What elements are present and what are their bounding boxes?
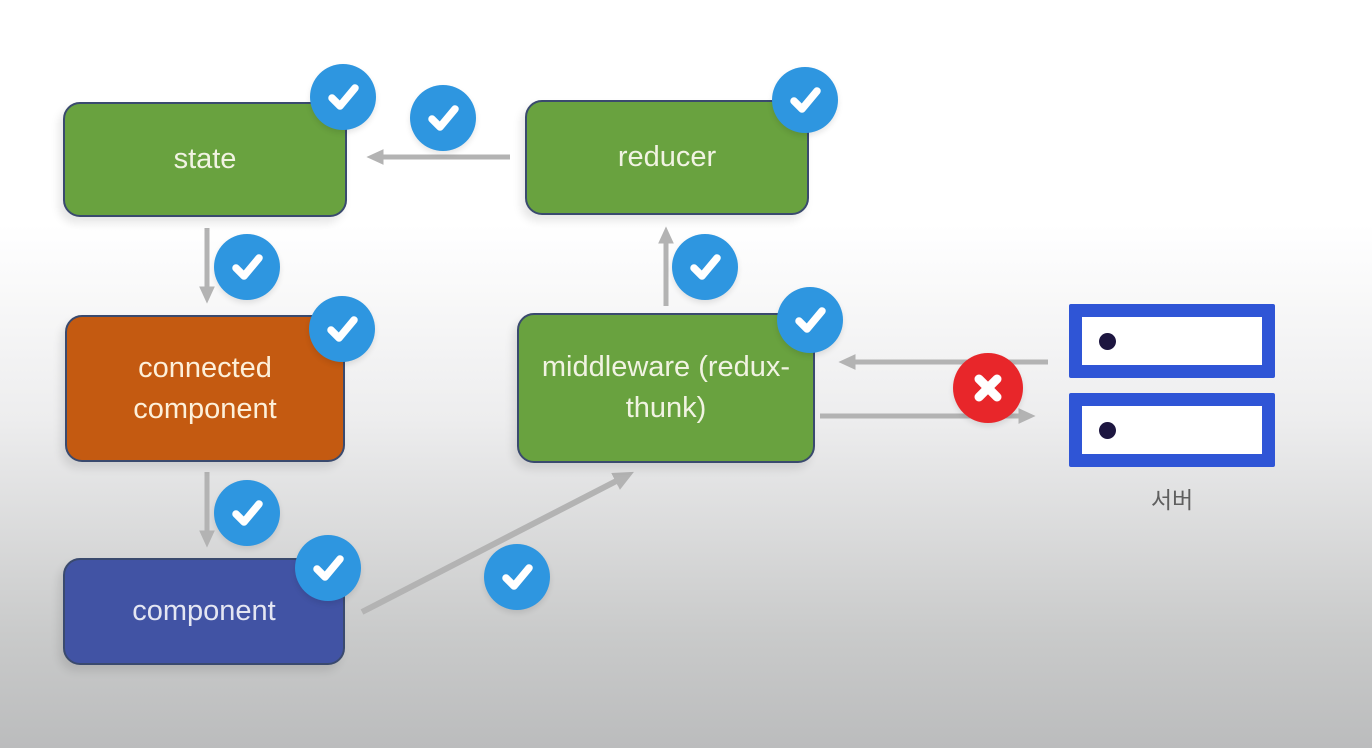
check-badge-component-to-middleware-arrow [484, 544, 550, 610]
check-badge-connected-to-component-arrow [214, 480, 280, 546]
server-led-dot [1099, 332, 1116, 350]
check-badge-state [310, 64, 376, 130]
check-icon [232, 254, 263, 280]
node-connected-component: connected component [65, 315, 345, 462]
check-icon [313, 555, 344, 581]
node-middleware-label: middleware (redux-thunk) [541, 351, 791, 424]
check-badge-reducer-to-state-arrow [410, 85, 476, 151]
check-badge-reducer [772, 67, 838, 133]
check-badge-middleware-to-reducer-arrow [672, 234, 738, 300]
check-icon [502, 564, 533, 590]
check-badge-state-to-connected-arrow [214, 234, 280, 300]
node-reducer-label: reducer [617, 141, 717, 174]
server-rack-unit [1069, 393, 1275, 467]
node-connected-component-label: connected component [133, 351, 277, 425]
check-icon [690, 254, 721, 280]
node-middleware: middleware (redux-thunk) [517, 313, 815, 463]
check-icon [795, 307, 826, 333]
x-icon [974, 374, 1002, 402]
server-label: 서버 [1150, 487, 1194, 513]
node-state: state [63, 102, 347, 217]
check-badge-middleware [777, 287, 843, 353]
node-state-label: state [173, 143, 237, 176]
check-badge-connected-component [309, 296, 375, 362]
server-rack-unit [1069, 304, 1275, 378]
check-icon [327, 316, 358, 342]
check-badge-component [295, 535, 361, 601]
node-component-label: component [132, 595, 276, 628]
error-badge-server-link [953, 353, 1023, 423]
check-icon [790, 87, 821, 113]
node-component: component [63, 558, 345, 665]
server-led-dot [1099, 421, 1116, 439]
check-icon [428, 105, 459, 131]
server-icon [1069, 304, 1275, 467]
node-reducer: reducer [525, 100, 809, 215]
check-icon [232, 500, 263, 526]
check-icon [328, 84, 359, 110]
